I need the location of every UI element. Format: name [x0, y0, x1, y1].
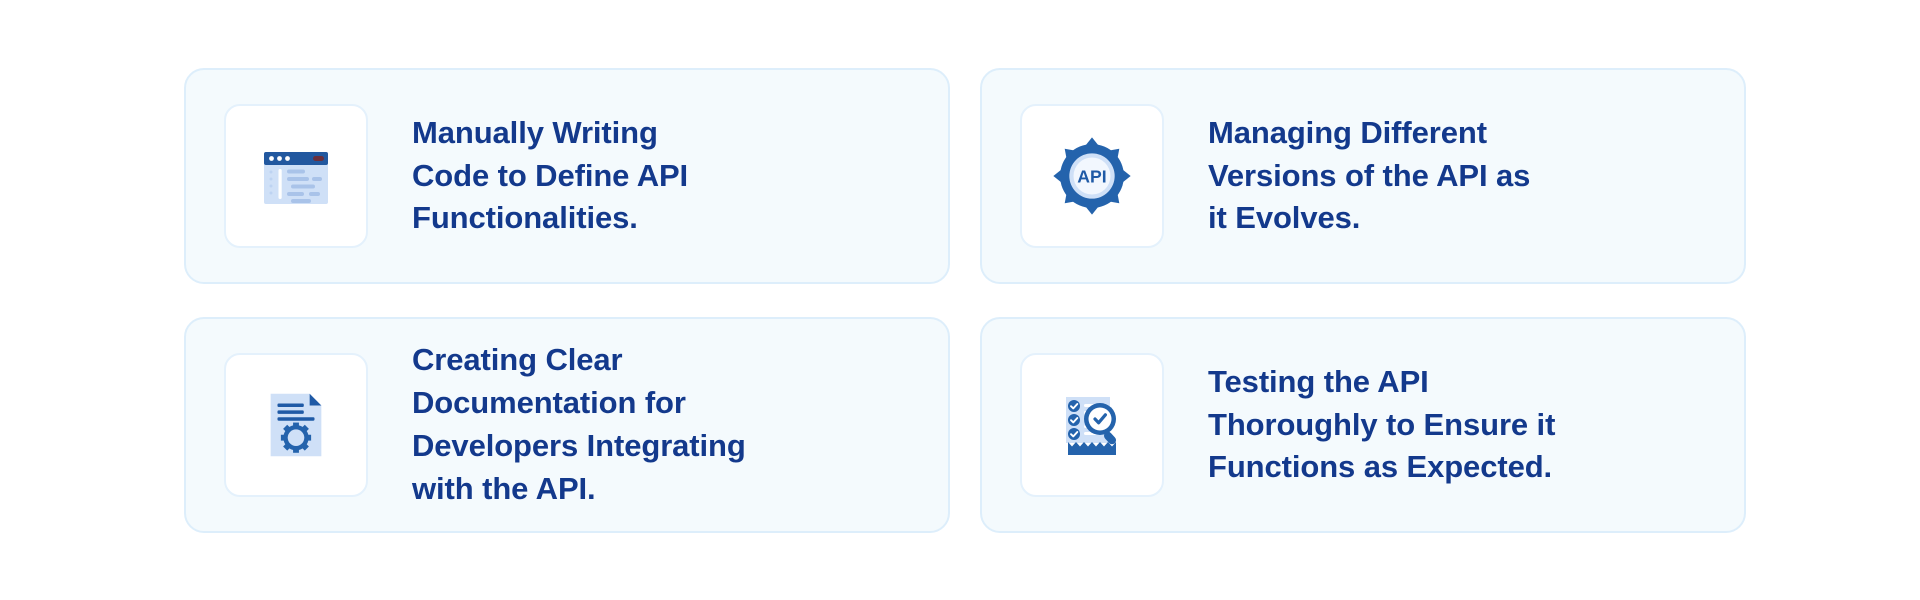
card-documentation[interactable]: Creating Clear Documentation for Develop… [184, 317, 950, 533]
card-text-documentation: Creating Clear Documentation for Develop… [412, 342, 746, 506]
api-gear-icon-label: API [1077, 167, 1106, 187]
card-manual-coding[interactable]: Manually Writing Code to Define API Func… [184, 68, 950, 284]
card-text-testing: Testing the API Thoroughly to Ensure it … [1208, 363, 1556, 485]
code-window-icon [256, 136, 336, 216]
icon-tile-manual-coding [224, 104, 368, 248]
icon-tile-testing [1020, 353, 1164, 497]
api-gear-icon: API [1050, 134, 1134, 218]
card-text-version-management: Managing Different Versions of the API a… [1208, 114, 1531, 236]
document-gear-icon [257, 386, 335, 464]
icon-tile-version-management: API [1020, 104, 1164, 248]
icon-tile-documentation [224, 353, 368, 497]
checklist-magnifier-icon [1052, 385, 1132, 465]
card-text-manual-coding: Manually Writing Code to Define API Func… [412, 114, 689, 236]
card-testing[interactable]: Testing the API Thoroughly to Ensure it … [980, 317, 1746, 533]
card-grid: Manually Writing Code to Define API Func… [184, 68, 1746, 533]
card-version-management[interactable]: API Managing Different Versions of the A… [980, 68, 1746, 284]
